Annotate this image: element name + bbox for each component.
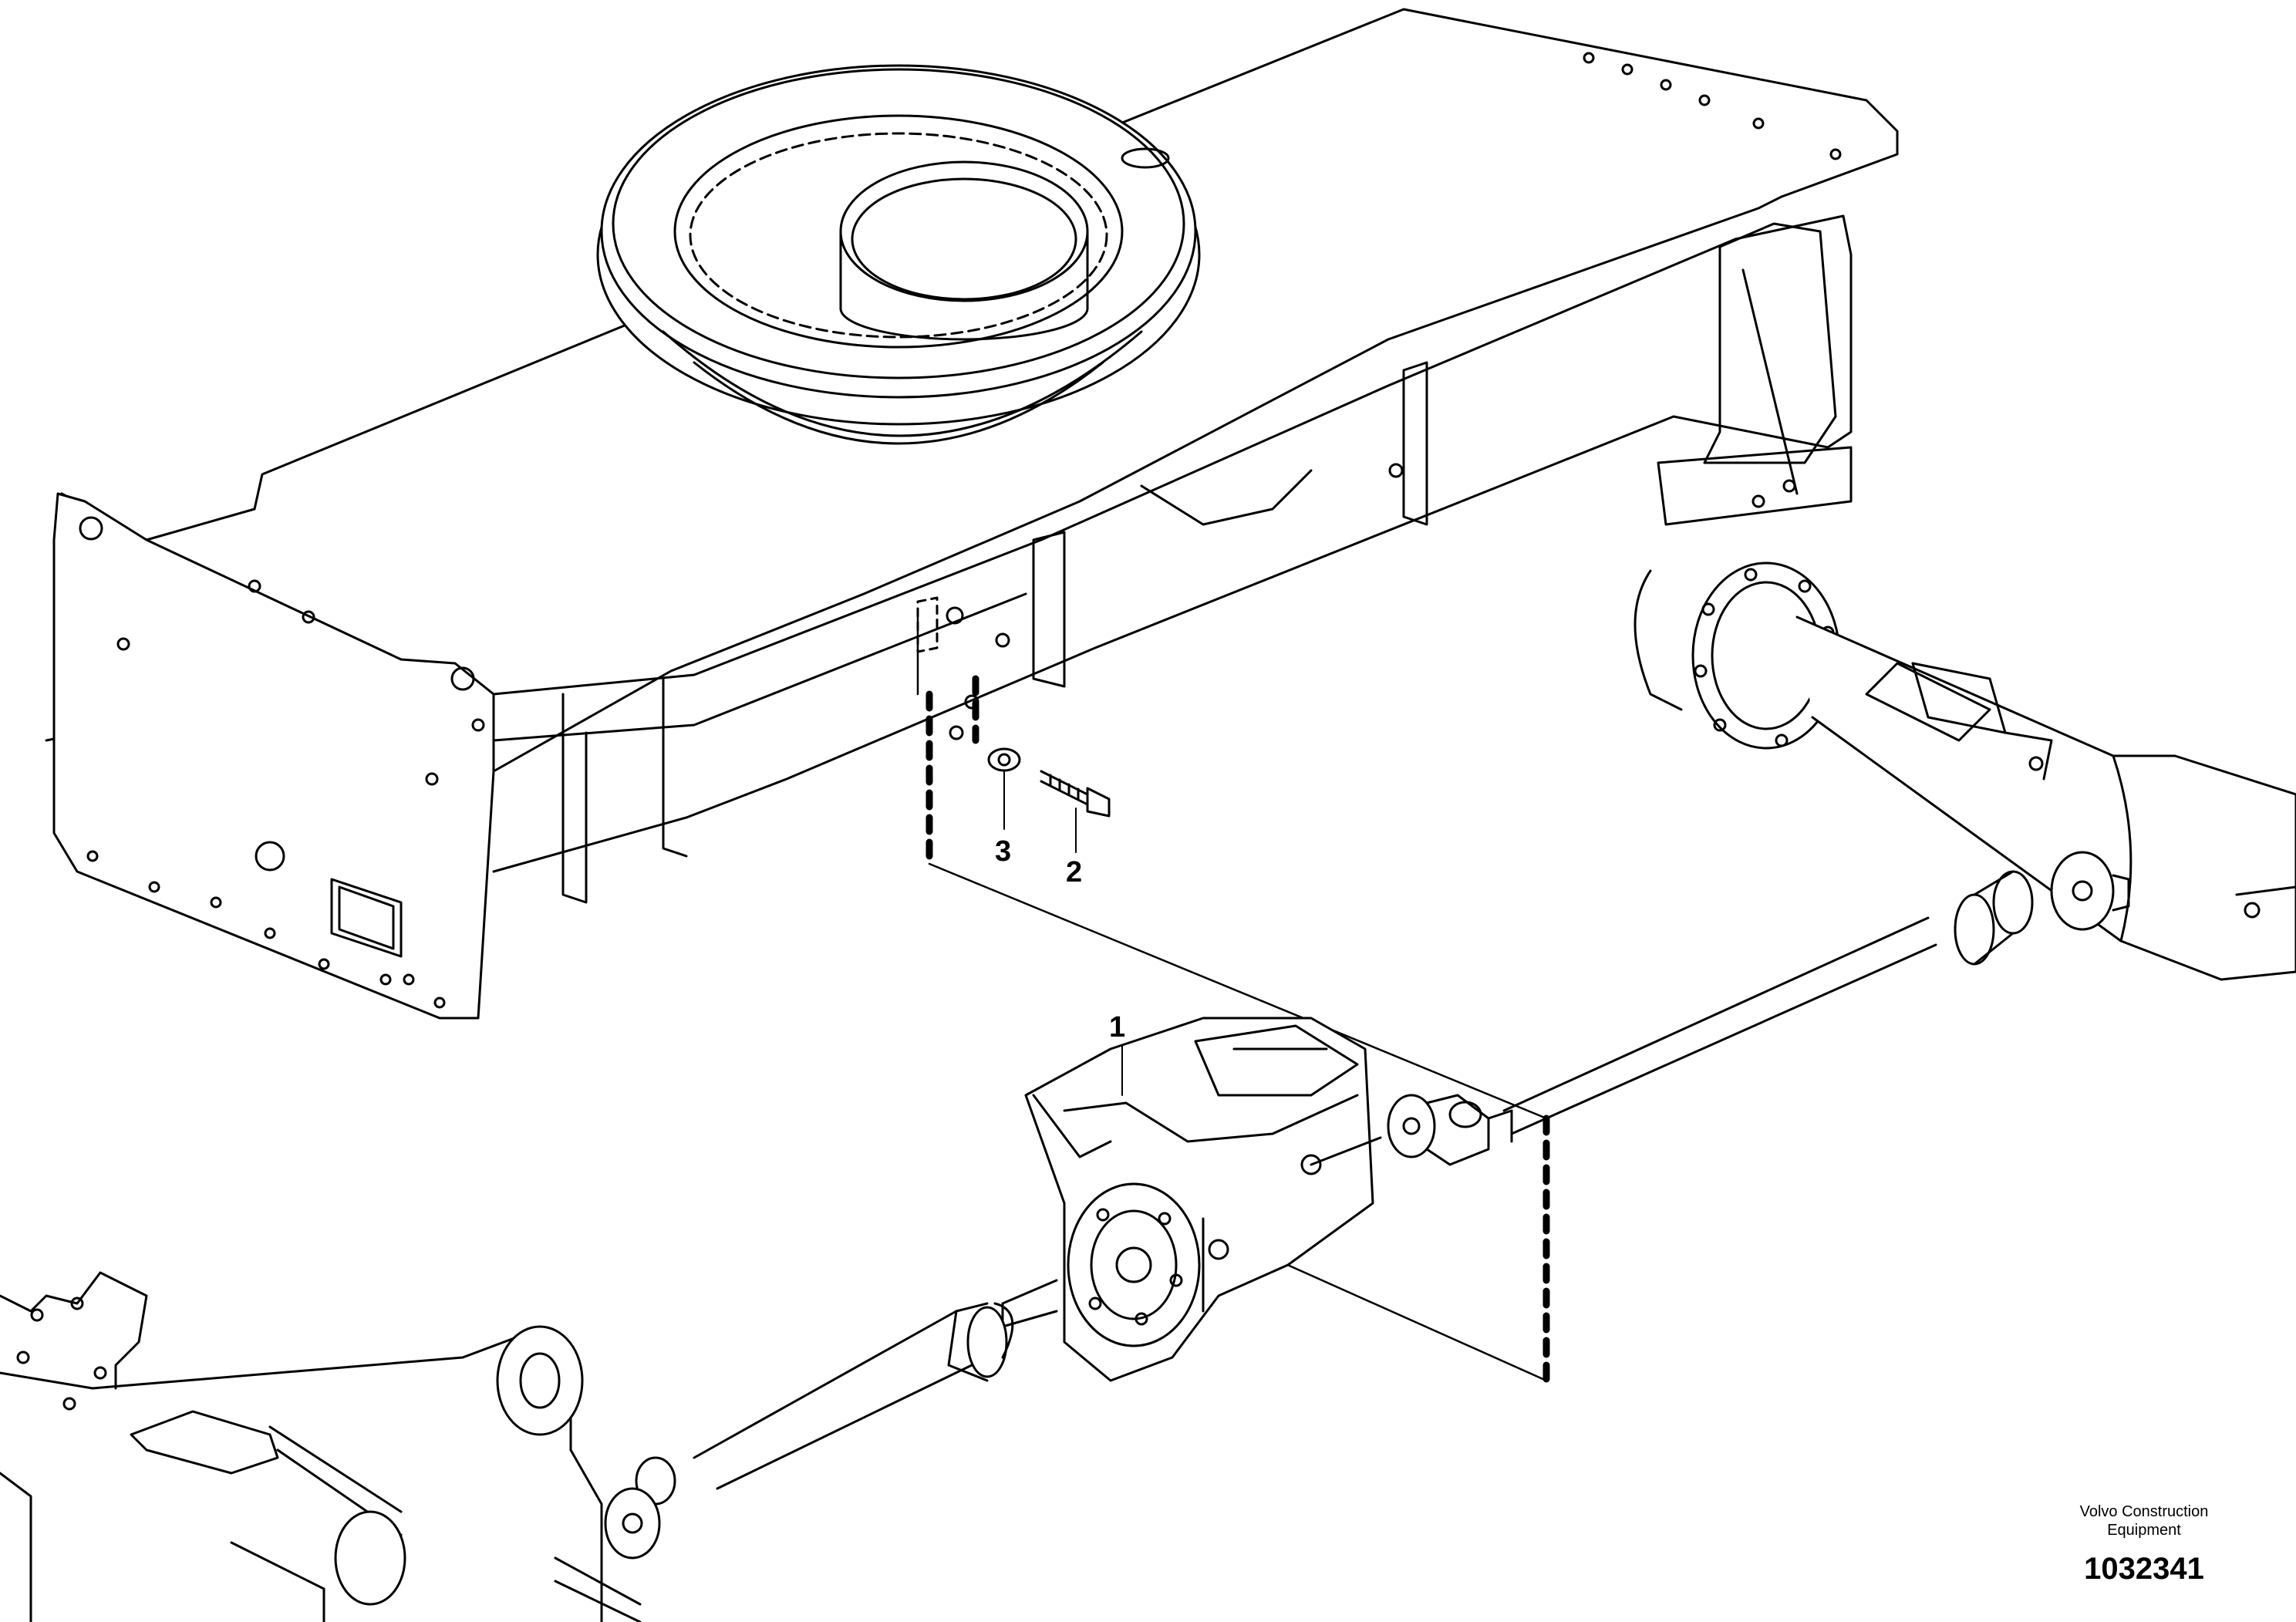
screw-icon xyxy=(1040,770,1111,818)
exploded-view-boundary xyxy=(925,675,1550,1384)
transfer-gearbox xyxy=(1024,1017,1382,1382)
front-axle xyxy=(0,1271,642,1622)
callout-1: 1 xyxy=(1109,1011,1126,1044)
manufacturer-credit: Volvo Construction Equipment xyxy=(2052,1502,2237,1539)
slew-ring xyxy=(596,64,1313,526)
manufacturer-name: Volvo Construction xyxy=(2079,1503,2209,1520)
rear-output-flange xyxy=(1387,1094,1513,1166)
callout-3: 3 xyxy=(995,835,1012,868)
manufacturer-name-line2: Equipment xyxy=(2107,1522,2181,1539)
washer-icon xyxy=(987,747,1021,772)
callout-2: 2 xyxy=(1066,856,1083,889)
front-end-plate xyxy=(52,492,495,1020)
front-propeller-shaft xyxy=(604,1279,1058,1560)
rear-propeller-shaft xyxy=(1502,851,2130,1135)
drawing-number: 1032341 xyxy=(2084,1552,2204,1586)
rear-axle xyxy=(1633,561,2296,981)
mounting-hardware xyxy=(916,596,1111,853)
